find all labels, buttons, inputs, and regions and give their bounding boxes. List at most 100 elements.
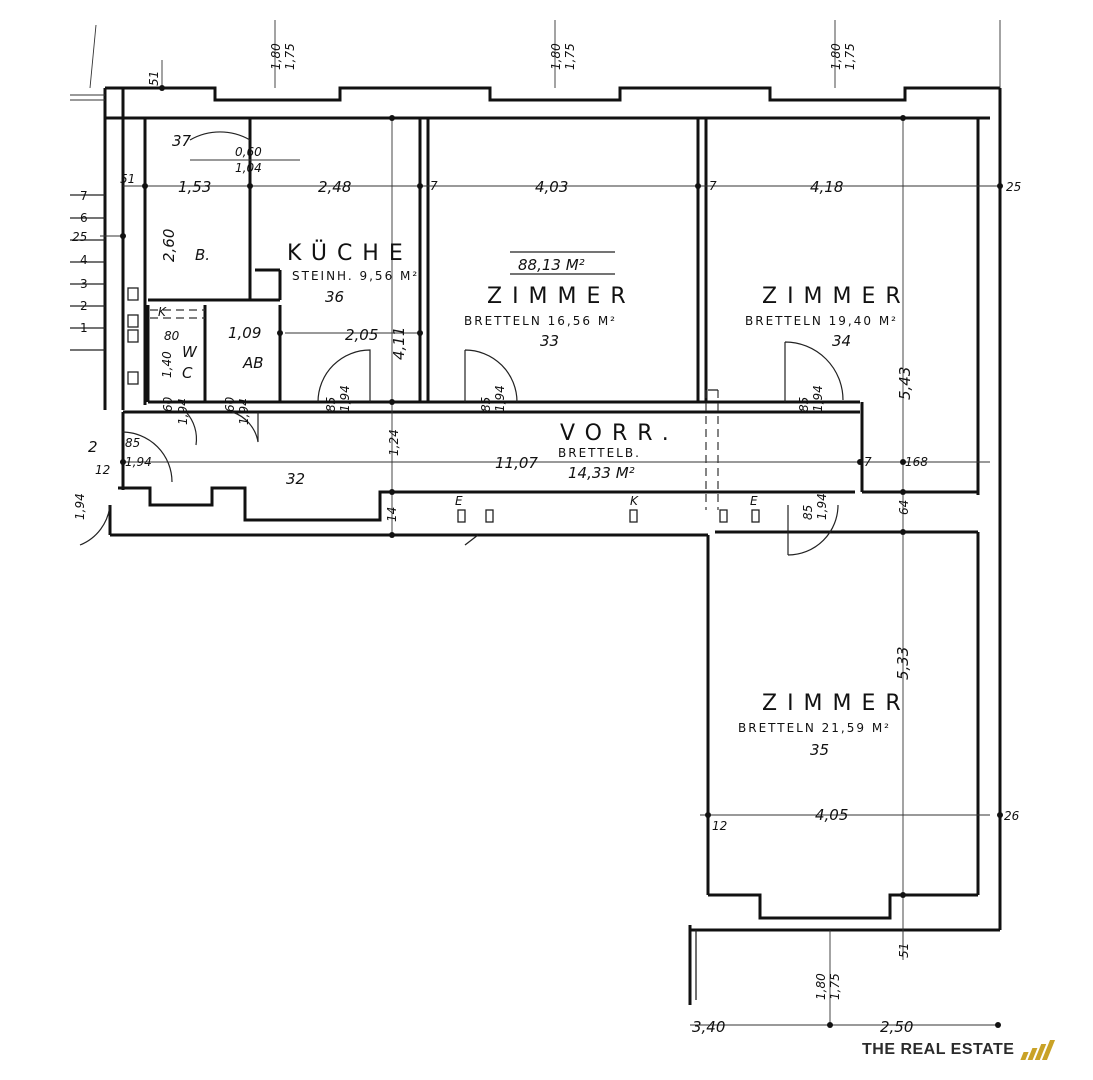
hall-floor: BRETTELB. <box>558 446 641 460</box>
dim-door-entry-side: 1,94 <box>73 493 87 520</box>
dim-room34-width: 4,18 <box>810 178 843 196</box>
dim-wall-7-a: 7 <box>430 179 438 193</box>
wc-label-w: W <box>182 343 198 361</box>
dim-door-room35-w: 85 <box>801 505 815 520</box>
hall-number: 32 <box>286 470 305 488</box>
dim-wall-51-bottom: 51 <box>897 943 911 958</box>
dim-kitchen-width: 2,48 <box>318 178 351 196</box>
staircase: 7 6 3 4 2 1 <box>70 94 105 351</box>
dim-entry-2: 2 <box>88 438 98 456</box>
bath-number: 37 <box>172 132 192 150</box>
stair-step-1: 1 <box>80 321 88 335</box>
stair-step-7: 7 <box>80 189 88 203</box>
doors <box>79 131 844 556</box>
dim-wall-25-left: 25 <box>72 230 87 244</box>
brand-name: THE REAL ESTATE <box>862 1041 1015 1058</box>
dim-door-wc-w: 60 <box>161 396 175 412</box>
dim-wall-64: 64 <box>897 500 911 515</box>
dim-storage-width: 1,09 <box>228 324 261 342</box>
hall-name: VORR. <box>560 421 679 446</box>
label-e-1: E <box>455 494 463 508</box>
dim-window-3-top: 1,80 <box>829 43 843 70</box>
dim-wall-14: 14 <box>385 507 399 522</box>
dim-window-1-top: 1,80 <box>269 43 283 70</box>
dim-hall-depth: 1,24 <box>387 429 401 456</box>
fixtures <box>127 287 760 546</box>
hall-area: 14,33 M² <box>568 464 635 482</box>
dim-wall-25: 25 <box>1006 180 1021 194</box>
room-34-number: 34 <box>832 332 851 350</box>
dim-door-kitchen-w: 85 <box>324 397 338 412</box>
rotated-dimensions: 1,80 1,75 1,80 1,75 1,80 1,75 1,80 1,75 … <box>73 43 914 1000</box>
dim-wc-depth: 1,40 <box>160 351 174 378</box>
dim-wall-7-c: 7 <box>864 455 872 469</box>
dim-door-entry-h: 1,94 <box>125 455 152 469</box>
dim-room35-width: 4,05 <box>815 806 848 824</box>
dim-bath-width: 1,53 <box>178 178 211 196</box>
dim-bath-depth: 2,60 <box>160 229 178 262</box>
kitchen-name: KÜCHE <box>287 240 413 266</box>
dim-door-room33-w: 85 <box>479 397 493 412</box>
kitchen-floor: STEINH. 9,56 M² <box>292 269 419 283</box>
stair-step-4: 4 <box>80 253 88 267</box>
dim-window-3-bot: 1,75 <box>843 43 857 70</box>
dim-window-2-bot: 1,75 <box>563 43 577 70</box>
dim-room33-width: 4,03 <box>535 178 568 196</box>
stair-step-6: 6 <box>80 211 88 225</box>
dim-wall-26: 26 <box>1004 809 1020 823</box>
brand-logo-block: THE REAL ESTATE <box>862 1036 1056 1064</box>
dim-bottom-right: 2,50 <box>880 1018 913 1036</box>
kitchen-number: 36 <box>325 288 344 306</box>
label-k-small: K <box>158 305 167 319</box>
label-e-2: E <box>750 494 758 508</box>
room-33-floor: BRETTELN 16,56 M² <box>464 314 617 328</box>
brand-stripes-icon <box>1020 1040 1056 1060</box>
dim-hall-length: 11,07 <box>495 454 538 472</box>
dim-window-4-top: 1,80 <box>814 973 828 1000</box>
dimension-dots <box>120 85 1003 1028</box>
window-markers <box>89 20 1001 1025</box>
dim-door-room33-h: 1,94 <box>493 385 507 412</box>
dim-door-storage-w: 60 <box>223 396 237 412</box>
dim-door-entry-w: 85 <box>125 436 140 450</box>
dim-kitchen-depth: 4,11 <box>390 327 408 360</box>
dim-kitchen-door: 2,05 <box>345 326 378 344</box>
dim-room35-depth: 5,33 <box>894 647 912 680</box>
dim-door-wc-h: 1,94 <box>176 398 190 425</box>
dim-window-4-bot: 1,75 <box>828 973 842 1000</box>
room-33-number: 33 <box>540 332 559 350</box>
exterior-walls <box>103 86 1002 1005</box>
room-35-number: 35 <box>810 741 829 759</box>
total-area: 88,13 M² <box>518 256 585 274</box>
room-35-floor: BRETTELN 21,59 M² <box>738 721 891 735</box>
dim-door-room34-w: 85 <box>797 397 811 412</box>
dim-wall-12-left: 12 <box>95 463 110 477</box>
room-34-name: ZIMMER <box>762 284 911 309</box>
dim-window-2-top: 1,80 <box>549 43 563 70</box>
room-33-name: ZIMMER <box>487 284 636 309</box>
dim-door-room35-h: 1,94 <box>815 493 829 520</box>
dim-wc-width: 80 <box>164 329 180 343</box>
dim-door-kitchen-h: 1,94 <box>338 385 352 412</box>
dim-door-storage-h: 1,94 <box>237 398 251 425</box>
dim-wall-51-top: 51 <box>147 71 161 86</box>
dim-door-room34-h: 1,94 <box>811 385 825 412</box>
room-35-name: ZIMMER <box>762 691 911 716</box>
wc-label-c: C <box>182 364 193 382</box>
dim-bottom-left: 3,40 <box>692 1018 725 1036</box>
dim-window-1-bot: 1,75 <box>283 43 297 70</box>
dim-wall-7-b: 7 <box>709 179 717 193</box>
label-k: K <box>630 494 639 508</box>
dim-wall-12: 12 <box>712 819 727 833</box>
dim-wall-51: 51 <box>120 172 135 186</box>
stair-step-2: 2 <box>80 299 88 313</box>
storage-name: AB <box>242 354 264 372</box>
bath-name: B. <box>195 246 210 264</box>
dim-window-small-h: 1,04 <box>235 161 262 175</box>
dim-window-small: 0,60 <box>235 145 262 159</box>
room-34-floor: BRETTELN 19,40 M² <box>745 314 898 328</box>
interior-walls <box>121 118 860 510</box>
stair-step-3: 3 <box>80 277 88 291</box>
